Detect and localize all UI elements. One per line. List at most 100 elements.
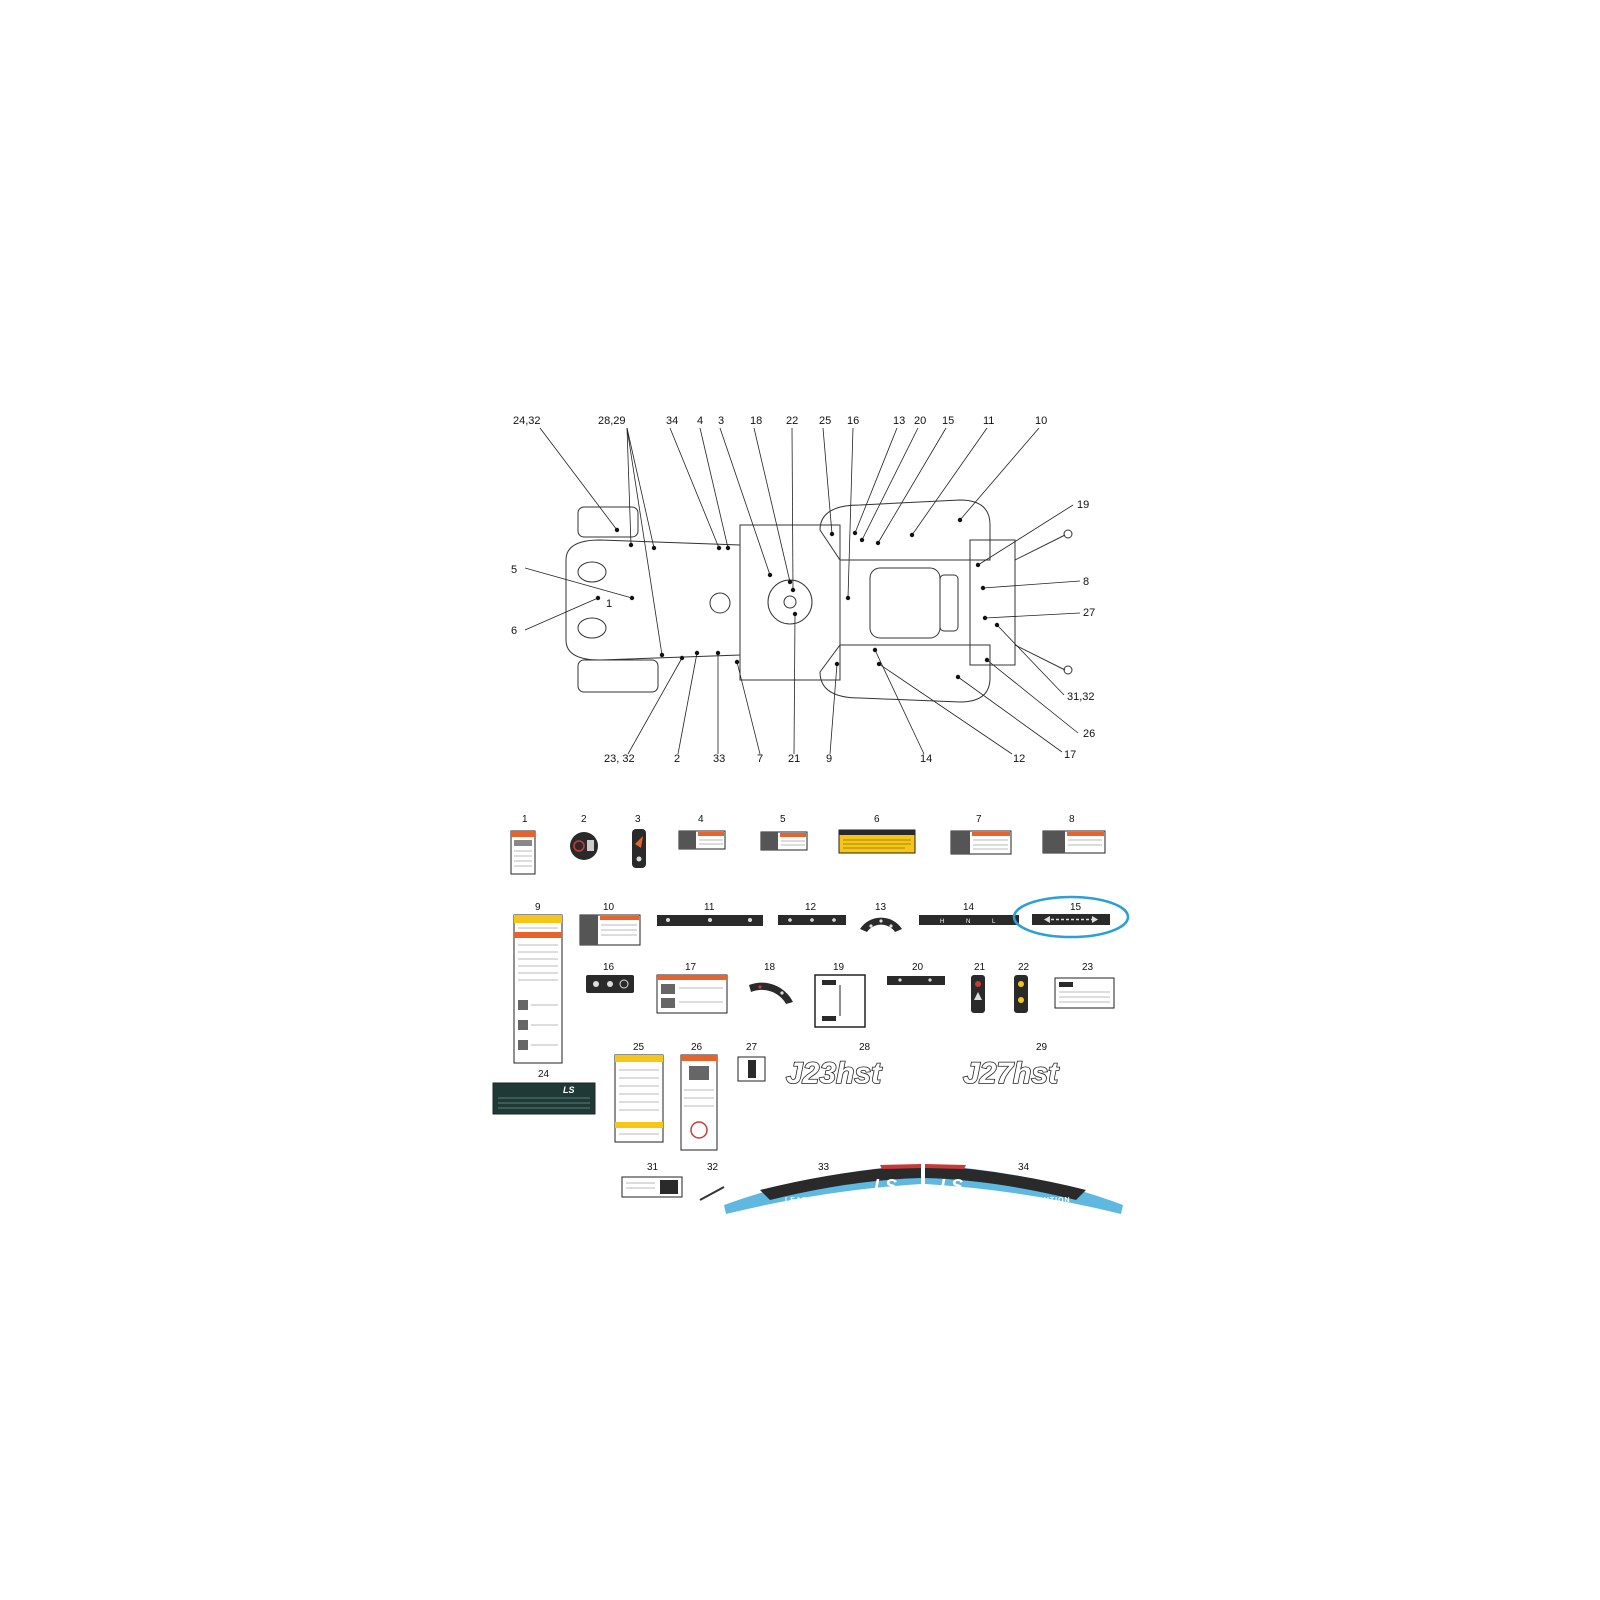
decal-index-26: 26 (691, 1042, 703, 1053)
tractor-grille-bottom (577, 617, 607, 639)
svg-text:LEADING SOLUTION: LEADING SOLUTION (985, 1197, 1071, 1204)
decal-3-tall-dark (632, 829, 646, 868)
callout-7-bottom: 7 (757, 753, 763, 765)
callout-28-29: 28,29 (598, 415, 626, 427)
decal-index-17: 17 (685, 962, 697, 973)
fuel-cap (709, 592, 731, 614)
callout-27-side: 27 (1083, 607, 1095, 619)
operator-seat (869, 567, 941, 639)
callout-26-side: 26 (1083, 728, 1095, 740)
callout-15-top: 15 (942, 415, 954, 427)
callout-12-bottom: 12 (1013, 753, 1025, 765)
callout-18-top: 18 (750, 415, 762, 427)
decal-index-10: 10 (603, 902, 615, 913)
decal-index-7: 7 (976, 814, 982, 825)
front-left-tire (577, 506, 639, 538)
decal-index-24: 24 (538, 1069, 550, 1080)
callout-11-top: 11 (983, 415, 994, 427)
callout-6-side: 6 (511, 625, 517, 637)
decal-index-15: 15 (1070, 902, 1082, 913)
decal-index-33: 33 (818, 1162, 830, 1173)
decal-index-22: 22 (1018, 962, 1030, 973)
rear-frame (969, 539, 1016, 666)
callout-4-top: 4 (697, 415, 703, 427)
decal-index-1: 1 (522, 814, 528, 825)
decal-index-3: 3 (635, 814, 641, 825)
callout-14-bottom: 14 (920, 753, 932, 765)
decal-index-32: 32 (707, 1162, 719, 1173)
decal-index-28: 28 (859, 1042, 871, 1053)
svg-text:LS: LS (874, 1176, 897, 1196)
tractor-grille-top (577, 561, 607, 583)
decal-index-21: 21 (974, 962, 986, 973)
callout-23-32-bottom: 23, 32 (604, 753, 635, 765)
decal-33-hood-stripe-left: LS LEADING SOLUTION (724, 1164, 921, 1214)
callout-33-bottom: 33 (713, 753, 725, 765)
decal-15-highlight-ring (1012, 895, 1130, 939)
decal-18-arc (749, 982, 793, 1004)
svg-text:N: N (966, 919, 970, 925)
callout-13-top: 13 (893, 415, 905, 427)
decal-14-shift-strip: H N L (919, 915, 1019, 925)
decal-27-small-plate (737, 1056, 766, 1082)
decal-10-warning (579, 914, 641, 946)
decal-34-hood-stripe-right: LS LEADING SOLUTION (925, 1164, 1123, 1214)
decal-8-warning-wide (1042, 830, 1106, 854)
steering-wheel (767, 579, 813, 625)
decal-15-arrow-strip (1032, 914, 1110, 925)
callout-labels: 24,32 28,29 34 4 3 18 22 25 16 13 20 15 … (511, 415, 1095, 765)
decal-index-2: 2 (581, 814, 587, 825)
decal-31-plate (621, 1176, 683, 1198)
decal-index-11: 11 (704, 902, 715, 913)
svg-text:L: L (992, 919, 996, 925)
decal-22-tall-dark (1014, 975, 1028, 1013)
decal-index-29: 29 (1036, 1042, 1048, 1053)
callout-20-top: 20 (914, 415, 926, 427)
callout-8-side: 8 (1083, 576, 1089, 588)
decal-index-9: 9 (535, 902, 541, 913)
callout-22-top: 22 (786, 415, 798, 427)
decal-index-12: 12 (805, 902, 817, 913)
callout-10-top: 10 (1035, 415, 1047, 427)
seat-back (939, 574, 959, 632)
decal-index-31: 31 (647, 1162, 659, 1173)
decal-25-warranty (614, 1054, 664, 1143)
decal-catalog: 1 2 3 4 5 (492, 814, 1130, 1214)
decal-32-strip (699, 1186, 725, 1201)
decal-12-strip (778, 915, 846, 925)
decal-index-8: 8 (1069, 814, 1075, 825)
decal-1-warning-tall (510, 830, 536, 875)
callout-2-bottom: 2 (674, 753, 680, 765)
callout-9-bottom: 9 (826, 753, 832, 765)
leader-lines (524, 427, 1081, 755)
callout-31-32-side: 31,32 (1067, 691, 1095, 703)
decal-index-5: 5 (780, 814, 786, 825)
leader-dots (595, 517, 1000, 680)
decal-6-caution-yellow (838, 829, 916, 854)
decal-28-model-badge: J23hst (786, 1057, 883, 1090)
left-rear-fender (819, 499, 991, 561)
decal-index-19: 19 (833, 962, 845, 973)
callout-5-side: 5 (511, 564, 517, 576)
decal-index-27: 27 (746, 1042, 758, 1053)
tractor-top-view: 1 (565, 499, 1073, 703)
decal-index-14: 14 (963, 902, 975, 913)
decal-7-warning-wide (950, 830, 1012, 855)
decal-13-arc (860, 917, 902, 932)
right-rear-fender (819, 644, 991, 703)
decal-index-13: 13 (875, 902, 887, 913)
decal-9-long-caution (513, 914, 563, 1064)
decal-29-model-badge: J27hst (963, 1057, 1060, 1090)
decal-index-18: 18 (764, 962, 776, 973)
hitch-end-top (1063, 529, 1073, 539)
hitch-arm-top (1014, 534, 1066, 561)
decal-23-id-plate (1054, 977, 1115, 1009)
decal-2-round-prohibition (570, 832, 598, 860)
callout-34-top: 34 (666, 415, 678, 427)
callout-3-top: 3 (718, 415, 724, 427)
decal-index-34: 34 (1018, 1162, 1030, 1173)
decal-index-6: 6 (874, 814, 880, 825)
tractor-hood (565, 539, 741, 661)
decal-20-strip (887, 976, 945, 985)
